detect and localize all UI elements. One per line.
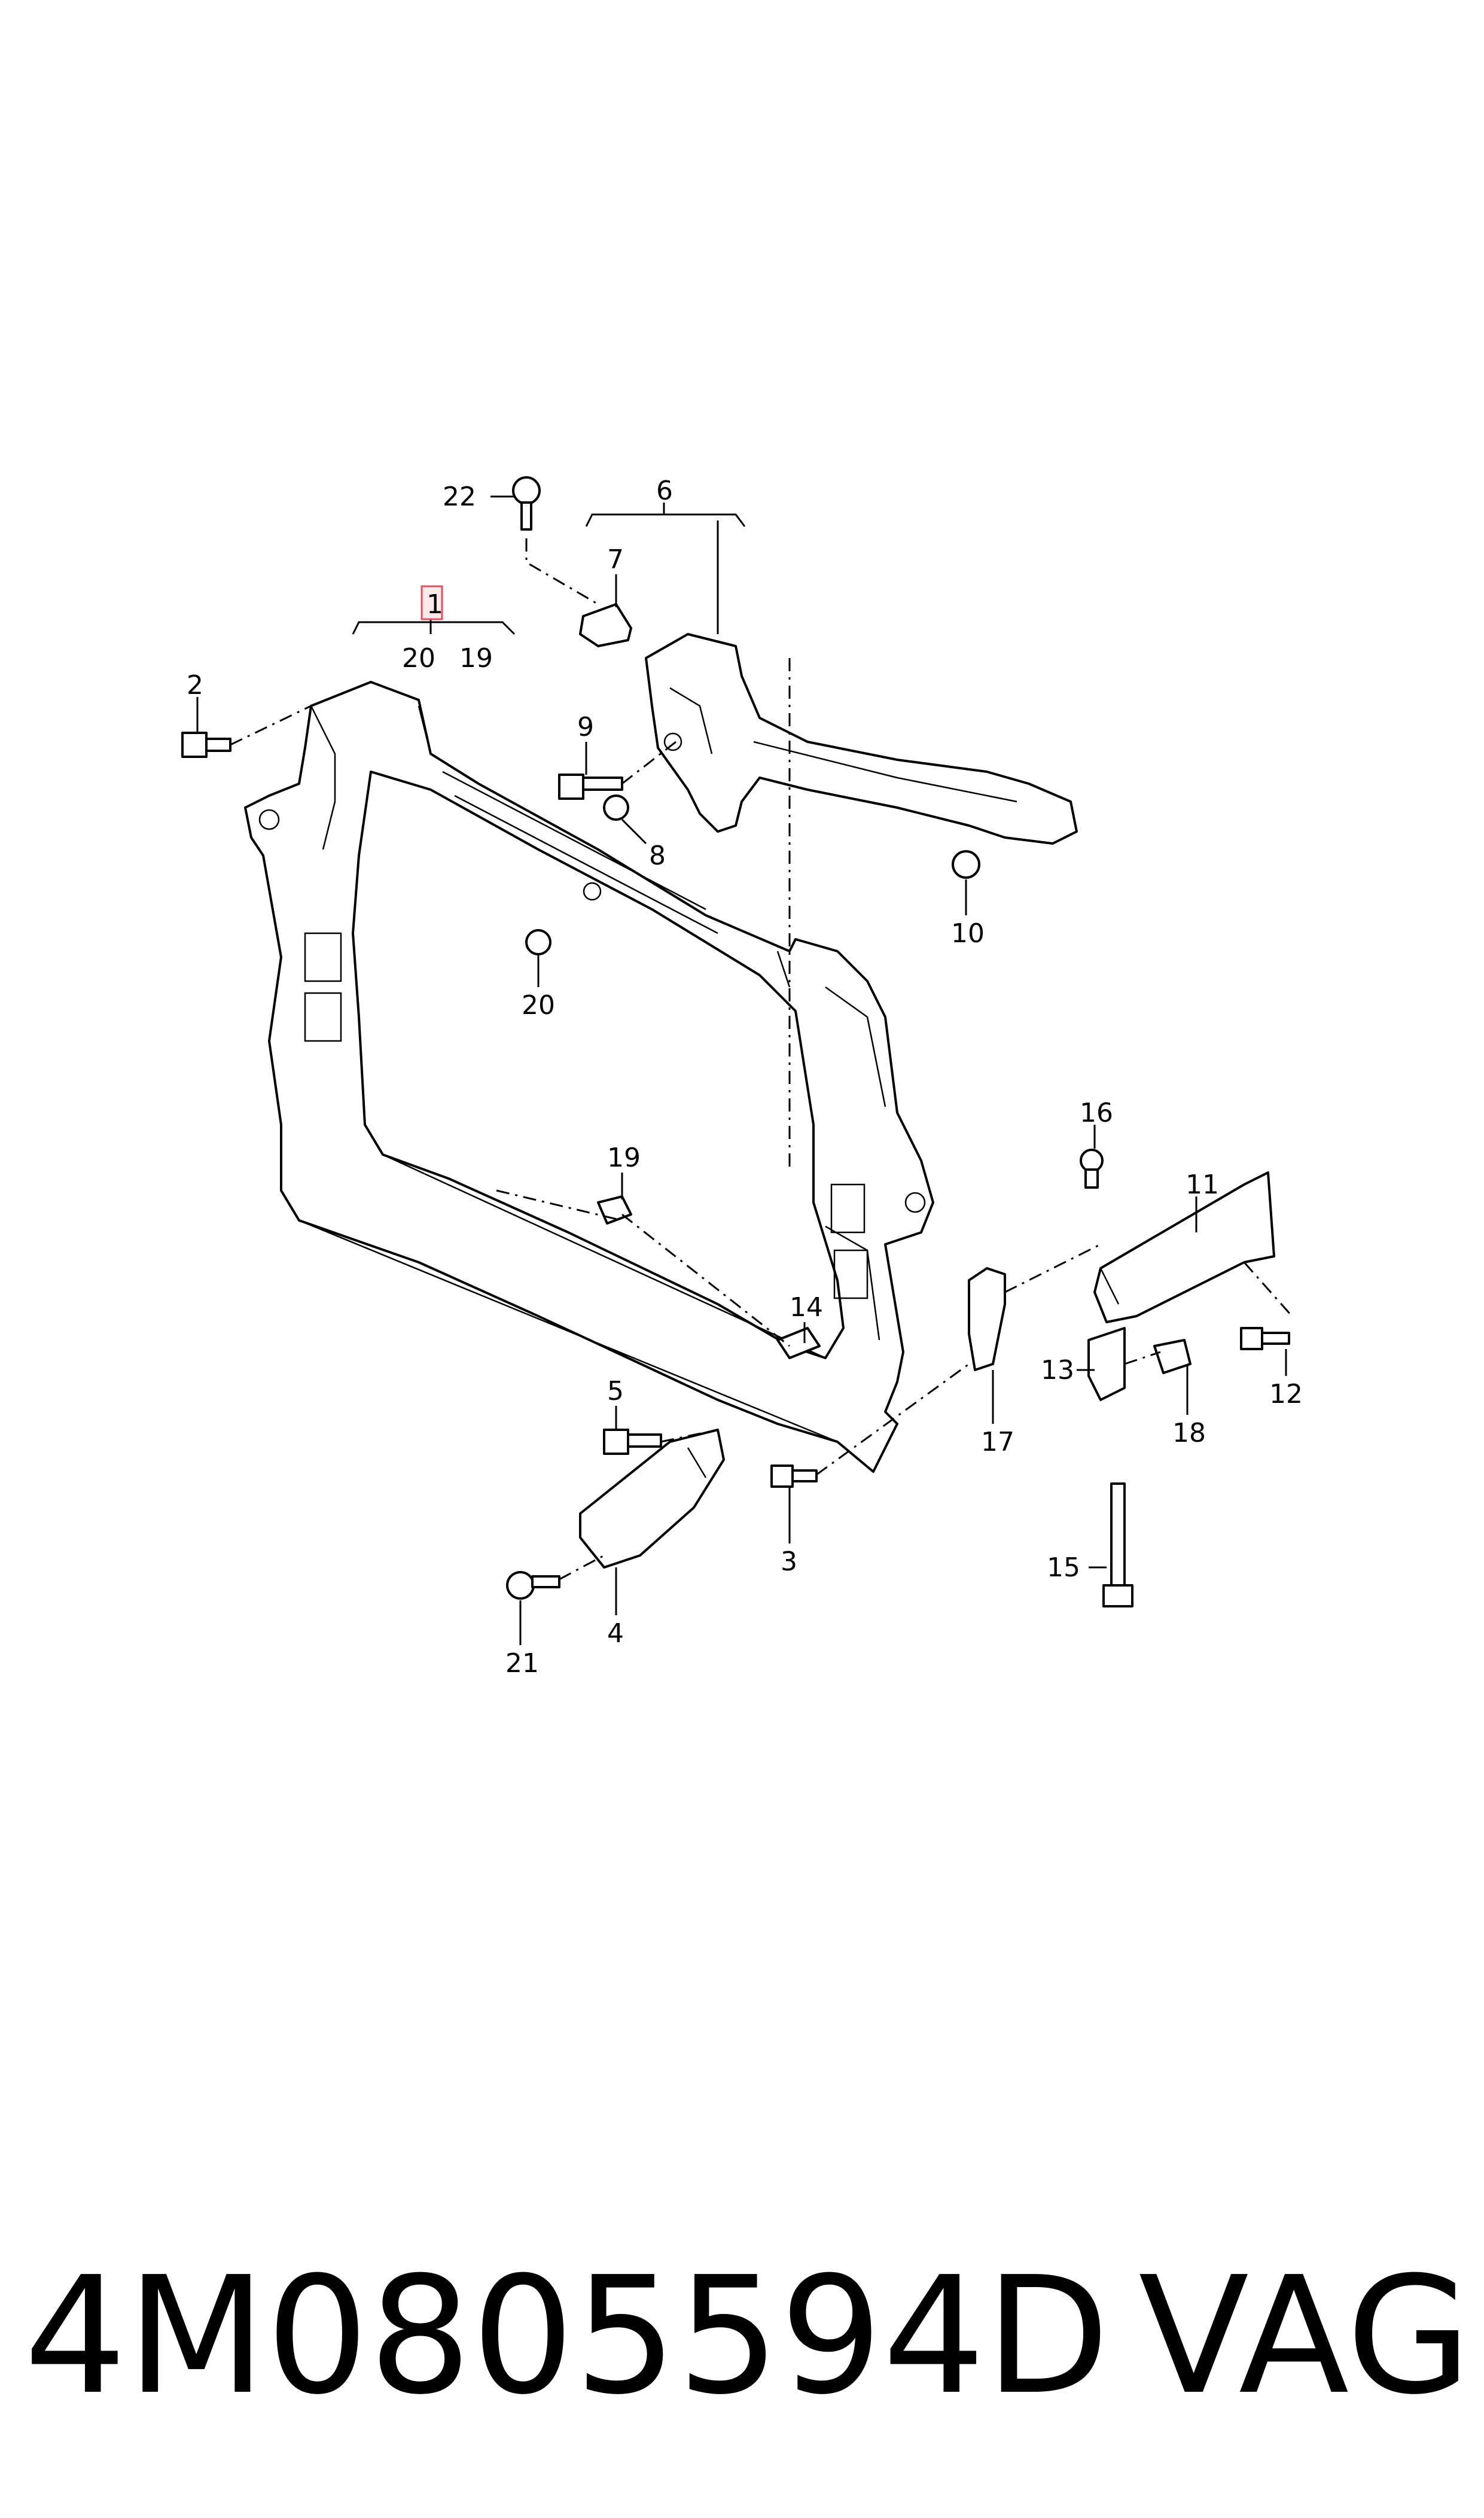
crash-box-11 [1093,1171,1275,1323]
callout-19-lower: 19 [607,1143,641,1173]
clip-14 [776,1327,821,1359]
rivet-16 [1080,1149,1104,1189]
callout-14: 14 [790,1292,823,1323]
screw-8 [603,794,629,821]
callout-16: 16 [1080,1098,1113,1128]
lower-bracket-4 [579,1429,725,1569]
callout-11: 11 [1186,1170,1219,1200]
callout-18: 18 [1172,1418,1206,1448]
callout-17: 17 [981,1427,1014,1457]
footer: 4M0805594D VAG [24,2237,1471,2435]
callout-13: 13 [1041,1355,1074,1386]
callout-15: 15 [1047,1552,1080,1583]
upper-lock-carrier [645,633,1078,845]
callout-12: 12 [1269,1379,1303,1409]
callout-6: 6 [656,476,673,506]
callout-20-lower: 20 [522,990,555,1021]
screw-21 [506,1571,560,1600]
callout-1-highlight [420,585,443,620]
clip-18 [1153,1339,1192,1374]
callout-10: 10 [951,918,985,949]
screw-10 [952,850,980,879]
brand-label: VAG [1138,2242,1471,2430]
screw-12 [1240,1327,1290,1350]
callout-19-upper: 19 [459,643,493,674]
callout-22: 22 [443,482,476,512]
bracket-13 [1087,1327,1126,1401]
nut-7 [579,603,632,647]
callout-20-upper: 20 [402,643,435,674]
bolt-3 [770,1464,818,1488]
callout-8: 8 [649,841,666,871]
screw-20 [525,929,551,955]
callout-3: 3 [781,1546,797,1577]
callout-1: 1 [426,589,443,620]
callout-9: 9 [577,712,594,742]
callout-4: 4 [607,1618,624,1649]
bolt-2 [181,732,231,758]
callout-5: 5 [607,1376,624,1406]
part-number: 4M0805594D [24,2242,1110,2430]
bolt-5 [603,1429,662,1455]
screw-22 [512,476,541,531]
callout-2: 2 [187,670,203,701]
radiator-support-frame [244,681,934,1473]
callout-7: 7 [607,544,624,575]
callout-21: 21 [505,1648,539,1679]
bolt-15 [1102,1482,1133,1607]
assembly-lines [230,538,1293,1581]
bracket-17 [968,1267,1006,1371]
